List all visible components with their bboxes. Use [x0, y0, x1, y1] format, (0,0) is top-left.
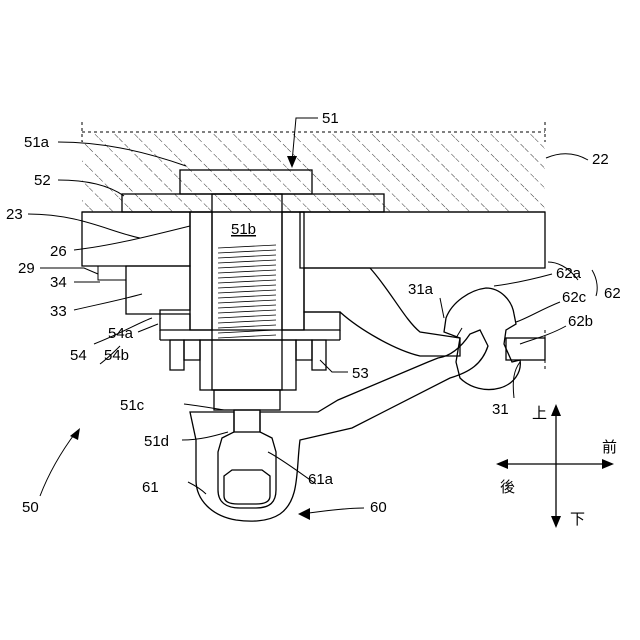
block-33 [98, 266, 190, 314]
label-51: 51 [322, 110, 339, 127]
thread-line [218, 305, 276, 308]
label-54b: 54b [104, 347, 129, 364]
panel-22 [82, 122, 545, 212]
label-51b: 51b [231, 221, 256, 238]
thread-line [218, 280, 276, 283]
label-29: 29 [18, 260, 35, 277]
plate-23-right [300, 212, 545, 268]
label-54: 54 [70, 347, 87, 364]
bolt-tip-51c [214, 390, 280, 432]
thread-line [218, 290, 276, 293]
label-62c: 62c [562, 289, 587, 306]
label-down: 下 [570, 510, 585, 528]
bracket-body [304, 268, 460, 356]
thread-line [218, 310, 276, 313]
label-26: 26 [50, 243, 67, 260]
label-61a: 61a [308, 471, 334, 488]
label-31a: 31a [408, 281, 434, 298]
thread-line [218, 295, 276, 298]
thread-line [218, 325, 276, 328]
label-50: 50 [22, 499, 39, 516]
thread-line [218, 335, 276, 338]
label-54a: 54a [108, 325, 134, 342]
label-front: 前 [602, 438, 617, 456]
label-34: 34 [50, 274, 67, 291]
label-52: 52 [34, 172, 51, 189]
label-up: 上 [532, 404, 547, 422]
direction-labels: 上 前 後 下 [500, 404, 617, 528]
thread-line [218, 245, 276, 248]
label-33: 33 [50, 303, 67, 320]
label-31: 31 [492, 401, 509, 418]
thread-line [218, 275, 276, 278]
label-62b: 62b [568, 313, 593, 330]
thread-line [218, 270, 276, 273]
label-51a: 51a [24, 134, 50, 151]
label-60: 60 [370, 499, 387, 516]
thread-line [218, 260, 276, 263]
plate-31 [506, 330, 545, 370]
label-61: 61 [142, 479, 159, 496]
clip-61 [190, 330, 488, 521]
thread-line [218, 265, 276, 268]
direction-indicator [496, 404, 614, 528]
label-23: 23 [6, 206, 23, 223]
thread-line [218, 315, 276, 318]
thread-line [218, 255, 276, 258]
clip-head-62 [444, 288, 520, 390]
thread-line [218, 285, 276, 288]
thread-line [218, 300, 276, 303]
label-53: 53 [352, 365, 369, 382]
label-22: 22 [592, 151, 609, 168]
label-51d: 51d [144, 433, 169, 450]
label-62: 62 [604, 285, 621, 302]
label-62a: 62a [556, 265, 582, 282]
thread-line [218, 320, 276, 323]
label-51c: 51c [120, 397, 145, 414]
thread-line [218, 250, 276, 253]
label-rear: 後 [500, 478, 515, 496]
